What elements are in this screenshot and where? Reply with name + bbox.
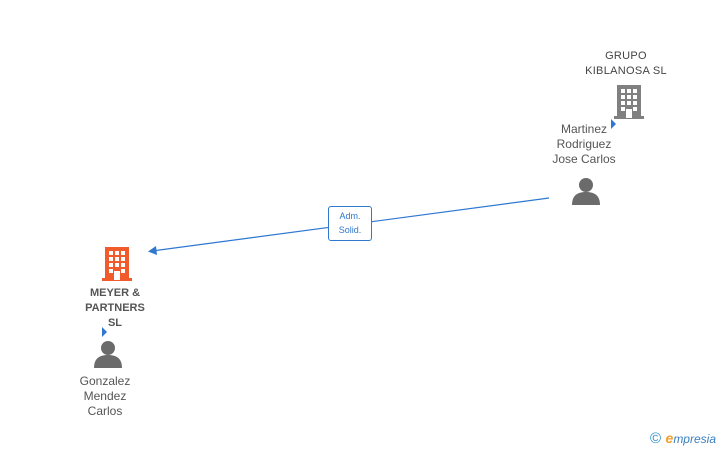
person-name-line2: Rodriguez <box>556 137 612 151</box>
brand-footer: © empresia <box>650 430 726 448</box>
person-label-gonzalez[interactable]: Gonzalez Mendez Carlos <box>60 374 150 419</box>
brand-logo-e: e <box>665 430 674 446</box>
link-arrow-icon <box>611 119 616 129</box>
company-label-grupo-kiblanosa[interactable]: GRUPO KIBLANOSA SL <box>570 49 682 79</box>
relation-line1: Adm. <box>339 211 361 221</box>
company-name-line1: MEYER & <box>89 287 141 299</box>
person-icon[interactable] <box>571 176 601 206</box>
person-label-martinez[interactable]: Martinez Rodriguez Jose Carlos <box>538 122 630 167</box>
link-arrow-icon <box>102 327 107 337</box>
building-icon-highlight[interactable] <box>102 245 132 281</box>
company-name-line2: PARTNERS <box>85 302 145 314</box>
copyright-icon: © <box>650 430 662 447</box>
relation-label-adm-solid[interactable]: Adm. Solid. <box>328 206 372 241</box>
company-label-meyer-partners[interactable]: MEYER & PARTNERS SL <box>70 286 160 331</box>
brand-logo-text: mpresia <box>673 432 716 446</box>
person-name-line2: Mendez <box>83 389 127 403</box>
relation-line2: Solid. <box>338 225 362 235</box>
company-name-line2: KIBLANOSA SL <box>585 65 667 77</box>
person-name-line3: Carlos <box>87 404 123 418</box>
person-name-line1: Martinez <box>560 122 607 136</box>
person-name-line1: Gonzalez <box>79 374 131 388</box>
building-icon[interactable] <box>614 83 644 119</box>
company-name-line3: SL <box>107 317 123 329</box>
company-name-line1: GRUPO <box>605 50 647 62</box>
person-icon[interactable] <box>93 339 123 369</box>
person-name-line3: Jose Carlos <box>552 152 616 166</box>
